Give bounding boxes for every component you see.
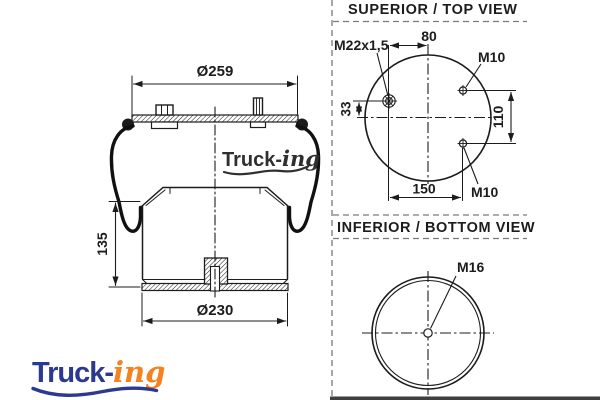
dim-80-label: 80: [421, 28, 437, 44]
dim-port-height: 33: [339, 100, 382, 117]
dim-33-label: 33: [339, 101, 354, 117]
logo-word1: Truck-: [32, 357, 113, 389]
center-bolt-leader: [430, 275, 457, 329]
dim-port-offset: 80: [388, 28, 437, 201]
dim-230-label: Ø230: [197, 302, 234, 319]
dim-piston-diameter: Ø230: [141, 292, 288, 327]
air-port-label: M22x1,5: [334, 37, 389, 53]
top-view-title: SUPERIOR / TOP VIEW: [348, 2, 518, 18]
stud-lower-leader: [463, 147, 479, 185]
dim-135-label: 135: [94, 232, 110, 256]
dim-259-label: Ø259: [197, 63, 234, 80]
watermark-word1: Truck-: [222, 149, 282, 171]
stud-upper-leader: [465, 63, 482, 88]
stud-hole-upper: [457, 85, 469, 96]
dim-stud-spacing: 110: [467, 90, 516, 144]
watermark-word2: ing: [282, 146, 320, 171]
dim-150-label: 150: [412, 181, 436, 197]
logo-word2: ing: [113, 355, 165, 389]
dim-top-plate-diameter: Ø259: [131, 63, 298, 115]
center-bolt-label: M16: [457, 259, 484, 275]
watermark-swoosh: [222, 165, 310, 176]
air-fitting-stud: [150, 104, 179, 130]
air-port-leader: [376, 52, 389, 97]
bellows: [109, 124, 321, 233]
dim-hole-span: 150: [390, 148, 463, 201]
watermark-logo: Truck-ing: [222, 146, 320, 176]
bottom-view: INFERIOR / BOTTOM VIEW M16: [333, 214, 535, 395]
stud-hole-lower: [457, 138, 469, 149]
svg-text:Truck-ing: Truck-ing: [222, 146, 320, 171]
side-view: Ø259: [94, 63, 321, 327]
brand-logo: Truck-ing: [31, 355, 165, 397]
bottom-edge-strip: [330, 396, 600, 400]
bottom-view-title: INFERIOR / BOTTOM VIEW: [337, 220, 535, 236]
logo-swoosh: [31, 386, 159, 397]
stud-upper-label: M10: [478, 49, 505, 65]
stud-lower-label: M10: [471, 184, 498, 200]
top-plate: [122, 97, 308, 131]
dim-110-label: 110: [490, 105, 506, 128]
center-bolt-hole: [423, 328, 433, 338]
top-view: SUPERIOR / TOP VIEW 80: [333, 2, 527, 201]
dim-height: 135: [94, 201, 141, 288]
mounting-stud: [249, 97, 267, 129]
svg-text:Truck-ing: Truck-ing: [32, 355, 165, 389]
